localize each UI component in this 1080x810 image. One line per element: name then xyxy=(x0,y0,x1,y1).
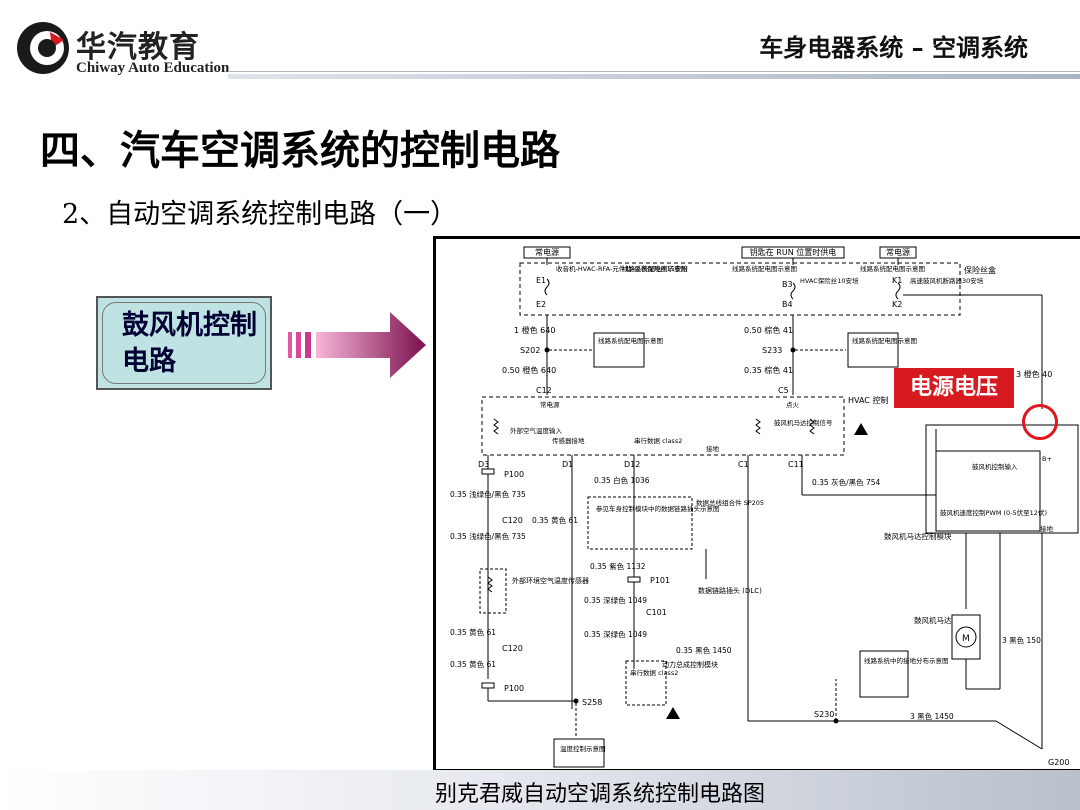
module-ground-label: 接地 xyxy=(1040,524,1054,533)
wire-61-b: 0.35 黄色 61 xyxy=(450,627,496,637)
blower-control-signal-label: 鼓风机马达控制信号 xyxy=(774,418,833,427)
logo-chinese-name: 华汽教育 xyxy=(76,30,200,65)
temp-control-ref: 温度控制示意图 xyxy=(560,744,606,753)
dlc-label: 数据链路插头 (DLC) xyxy=(698,586,762,595)
ref-box-2: 线路系统配电图示意图 xyxy=(732,264,797,273)
pin-c11: C11 xyxy=(788,460,804,469)
wire-735-a: 0.35 浅绿色/黑色 735 xyxy=(450,489,526,499)
wire-640-a: 1 橙色 640 xyxy=(514,325,555,335)
wire-1049-a: 0.35 深绿色 1049 xyxy=(584,595,647,605)
pointer-arrow-icon xyxy=(288,312,426,378)
wire-1450-b: 3 黑色 1450 xyxy=(910,711,954,721)
slide-title: 四、汽车空调系统的控制电路 xyxy=(40,127,560,174)
wire-40: 3 橙色 40 xyxy=(1016,369,1052,379)
slide-subtitle: 2、自动空调系统控制电路（一） xyxy=(62,199,458,230)
ground-g200: G200 xyxy=(1048,758,1069,767)
b-plus-label: B+ xyxy=(1042,455,1052,463)
wire-1450-a: 0.35 黑色 1450 xyxy=(676,645,732,655)
ambient-input-label: 外部空气温度输入 xyxy=(510,426,563,435)
wire-150: 3 黑色 150 xyxy=(1002,635,1041,645)
conn-p100-bottom: P100 xyxy=(504,684,524,693)
header-battery-1: 常电源 xyxy=(535,247,559,257)
fuse1-pin-top: E1 xyxy=(536,276,546,285)
fuse2-pin-top: B3 xyxy=(782,280,793,289)
header-ignition: 钥匙在 RUN 位置时供电 xyxy=(750,247,836,257)
wire-61-a: 0.35 黄色 61 xyxy=(532,515,578,525)
fuse1-label: 收音机-HVAC-RFA-元件助-仪表保险丝15安培 xyxy=(556,264,688,273)
conn-c120-bottom: C120 xyxy=(502,644,523,653)
class2-ref-label: 参见车身控制模块中的数据链路插头示意图 xyxy=(596,504,720,513)
fuse-box-label: 保险丝盒 xyxy=(964,265,996,275)
splice-s258: S258 xyxy=(582,698,602,707)
conn-c101: C101 xyxy=(646,608,667,617)
pin-c1: C1 xyxy=(738,460,749,469)
ambient-sensor-label: 外部环境空气温度传感器 xyxy=(512,576,589,585)
blower-motor-label: 鼓风机马达 xyxy=(914,615,952,625)
conn-c12: C12 xyxy=(536,386,552,395)
ignition-feed-label: 点火 xyxy=(786,401,800,409)
footer-band xyxy=(0,770,1080,810)
pcm-label: 动力总成控制模块 xyxy=(662,660,718,669)
header-battery-2: 常电源 xyxy=(886,247,910,257)
logo-english-name: Chiway Auto Education xyxy=(76,60,230,76)
callout-label: 鼓风机控制电路 xyxy=(122,310,257,377)
fuse3-pin-top: K1 xyxy=(892,276,902,285)
battery-feed-label: 常电源 xyxy=(540,400,560,409)
power-voltage-highlight: 电源电压 xyxy=(894,368,1014,408)
ref-box-s202: 线路系统配电图示意图 xyxy=(598,336,663,345)
wire-1036: 0.35 白色 1036 xyxy=(594,475,650,485)
pwm-label: 鼓风机速度控制PWM (0-5伏至12伏) xyxy=(940,508,1047,517)
chiway-logo-icon xyxy=(17,22,69,74)
serial-data-label: 串行数据 class2 xyxy=(634,436,682,445)
pin-d3: D3 xyxy=(478,460,489,469)
hvac-control-label: HVAC 控制 xyxy=(848,395,888,405)
chapter-topic: 车身电器系统 – 空调系统 xyxy=(759,34,1028,62)
splice-s202: S202 xyxy=(520,346,540,355)
blower-input-label: 鼓风机控制输入 xyxy=(972,462,1018,471)
pin-b-highlight-circle xyxy=(1022,404,1058,440)
fuse2-pin-bottom: B4 xyxy=(782,300,793,309)
pcm-serial-label: 串行数据 class2 xyxy=(630,668,678,677)
blower-module-label: 鼓风机马达控制模块 xyxy=(884,531,952,541)
conn-c5: C5 xyxy=(778,386,789,395)
wire-1049-b: 0.35 深绿色 1049 xyxy=(584,629,647,639)
callout-box xyxy=(96,296,272,390)
conn-p100-top: P100 xyxy=(504,470,524,479)
ground-label: 接地 xyxy=(706,444,720,453)
header-divider-shade xyxy=(228,74,1080,79)
wire-41-a: 0.50 棕色 41 xyxy=(744,325,793,335)
pin-d1: D1 xyxy=(562,460,573,469)
wire-1132: 0.35 紫色 1132 xyxy=(590,561,646,571)
ground-distribution-ref: 线路系统中的接地分布示意图 xyxy=(864,656,949,665)
conn-p101: P101 xyxy=(650,576,670,585)
sp205-label: 数据总线组合件 SP205 xyxy=(696,498,764,507)
conn-c120-top: C120 xyxy=(502,516,523,525)
splice-s230: S230 xyxy=(814,710,834,719)
sensor-ground-label: 传感器接地 xyxy=(552,436,585,445)
wire-735-b: 0.35 浅绿色/黑色 735 xyxy=(450,531,526,541)
wiring-diagram: 常电源 钥匙在 RUN 位置时供电 常电源 保险丝盒 E1 收音机-HVAC-R… xyxy=(433,236,1080,772)
pin-d12: D12 xyxy=(624,460,640,469)
fuse2-label: HVAC保险丝10安培 xyxy=(800,276,859,285)
wire-41-b: 0.35 棕色 41 xyxy=(744,365,793,375)
ref-box-s233: 线路系统配电图示意图 xyxy=(852,336,917,345)
fuse3-label: 高速鼓风机断路器30安培 xyxy=(910,276,984,285)
splice-s233: S233 xyxy=(762,346,782,355)
ref-box-1: 线路系统配电图示意图 xyxy=(622,264,687,273)
fuse1-pin-bottom: E2 xyxy=(536,300,546,309)
ref-box-3: 线路系统配电图示意图 xyxy=(860,264,925,273)
diagram-caption: 别克君威自动空调系统控制电路图 xyxy=(434,782,765,807)
header-divider xyxy=(228,71,1080,72)
motor-icon: M xyxy=(962,634,970,644)
header: 华汽教育 Chiway Auto Education 车身电器系统 – 空调系统 xyxy=(0,0,1080,80)
wire-61-c: 0.35 黄色 61 xyxy=(450,659,496,669)
wire-640-b: 0.50 橙色 640 xyxy=(502,365,556,375)
wire-754: 0.35 灰色/黑色 754 xyxy=(812,477,881,487)
fuse3-pin-bottom: K2 xyxy=(892,300,902,309)
